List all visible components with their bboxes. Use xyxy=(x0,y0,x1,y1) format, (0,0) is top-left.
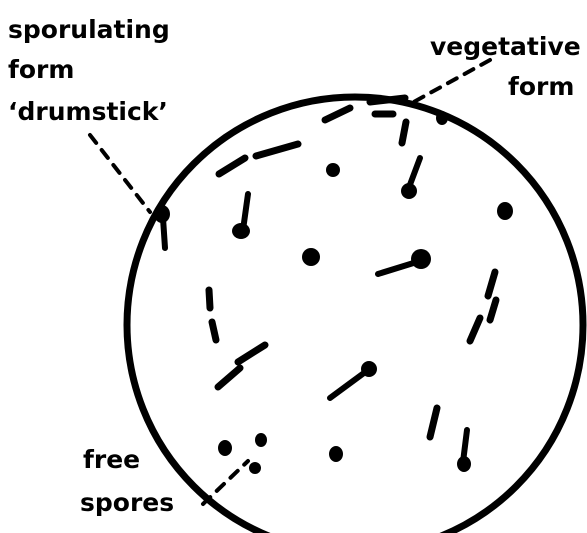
microscope-field-circle xyxy=(127,97,583,533)
rod xyxy=(209,290,210,308)
rod xyxy=(370,98,405,102)
terminal-spore xyxy=(401,183,417,199)
terminal-spore xyxy=(154,205,170,223)
terminal-spore xyxy=(457,456,471,472)
leader-line-free-spores xyxy=(203,461,248,504)
leader-line-sporulating xyxy=(90,135,150,212)
isolated-spores xyxy=(302,111,513,462)
label-sporulating: sporulating xyxy=(8,15,170,44)
leader-line-vegetative xyxy=(410,60,490,104)
label-sporulating-form: form xyxy=(8,55,74,84)
label-drumstick: ‘drumstick’ xyxy=(8,97,168,126)
spore xyxy=(326,163,340,177)
rod xyxy=(490,300,496,320)
terminal-spore xyxy=(411,249,431,269)
rod xyxy=(218,368,240,387)
spore xyxy=(329,446,343,462)
free-spore xyxy=(249,462,261,474)
vegetative-rods xyxy=(209,98,496,437)
rod xyxy=(488,272,495,296)
label-spores: spores xyxy=(80,488,174,517)
free-spore xyxy=(255,433,267,447)
rod xyxy=(430,408,437,437)
rod xyxy=(212,322,216,340)
drumstick-spores xyxy=(154,183,471,472)
terminal-spore xyxy=(361,361,377,377)
terminal-spore xyxy=(232,223,250,239)
rod xyxy=(402,122,406,143)
rod xyxy=(325,108,350,120)
rod xyxy=(238,345,265,362)
spore xyxy=(497,202,513,220)
rod xyxy=(470,318,480,341)
spore xyxy=(302,248,320,266)
rod xyxy=(219,158,245,174)
free-spore xyxy=(218,440,232,456)
label-vegetative: vegetative xyxy=(430,32,581,61)
rod xyxy=(256,144,298,156)
free-spores-cluster xyxy=(218,433,267,474)
label-free: free xyxy=(83,445,140,474)
drumstick-stem xyxy=(330,370,368,398)
spore xyxy=(436,111,448,125)
label-vegetative-form: form xyxy=(508,72,574,101)
